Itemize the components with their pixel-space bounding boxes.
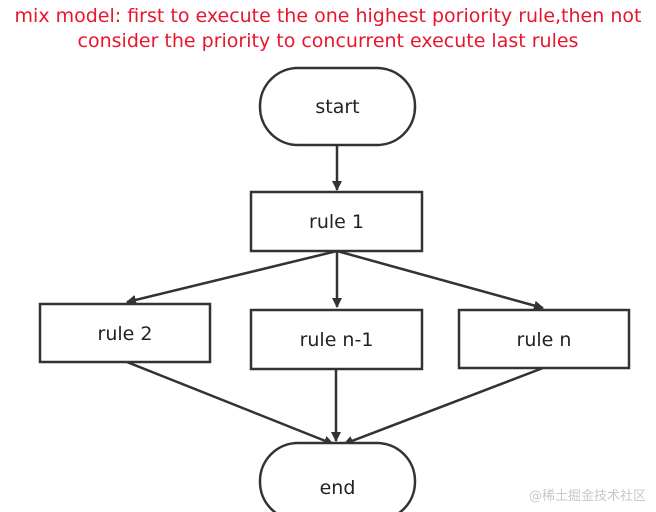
rule-1-label: rule 1 xyxy=(309,211,364,233)
rule-n-box xyxy=(457,308,631,370)
diagram-caption: mix model: first to execute the one high… xyxy=(0,4,656,54)
node-start: start xyxy=(258,66,417,147)
rule-1-box xyxy=(249,190,424,253)
edge-rule-n-to-end xyxy=(343,366,544,446)
caption-line-1: mix model: first to execute the one high… xyxy=(14,5,642,27)
rule-n-label: rule n xyxy=(517,329,572,351)
node-rule-1: rule 1 xyxy=(249,190,424,253)
rule-2-label: rule 2 xyxy=(98,323,153,345)
node-rule-2: rule 2 xyxy=(38,302,212,364)
end-shape xyxy=(258,441,417,512)
edges xyxy=(126,145,544,446)
edge-rule2-to-end xyxy=(126,360,334,446)
start-shape xyxy=(258,66,417,147)
edge-rule1-to-rule-n xyxy=(336,249,544,311)
end-label: end xyxy=(320,477,356,499)
rule-n-minus-1-box xyxy=(249,308,424,371)
rule-n-minus-1-label: rule n-1 xyxy=(300,329,374,351)
start-label: start xyxy=(315,96,359,118)
node-rule-n: rule n xyxy=(457,308,631,370)
rule-2-box xyxy=(38,302,212,364)
caption-line-2: consider the priority to concurrent exec… xyxy=(77,30,579,52)
node-rule-n-minus-1: rule n-1 xyxy=(249,308,424,371)
node-end: end xyxy=(258,441,417,512)
edge-rule1-to-rule2 xyxy=(126,249,338,305)
watermark: @稀土掘金技术社区 xyxy=(528,489,646,504)
